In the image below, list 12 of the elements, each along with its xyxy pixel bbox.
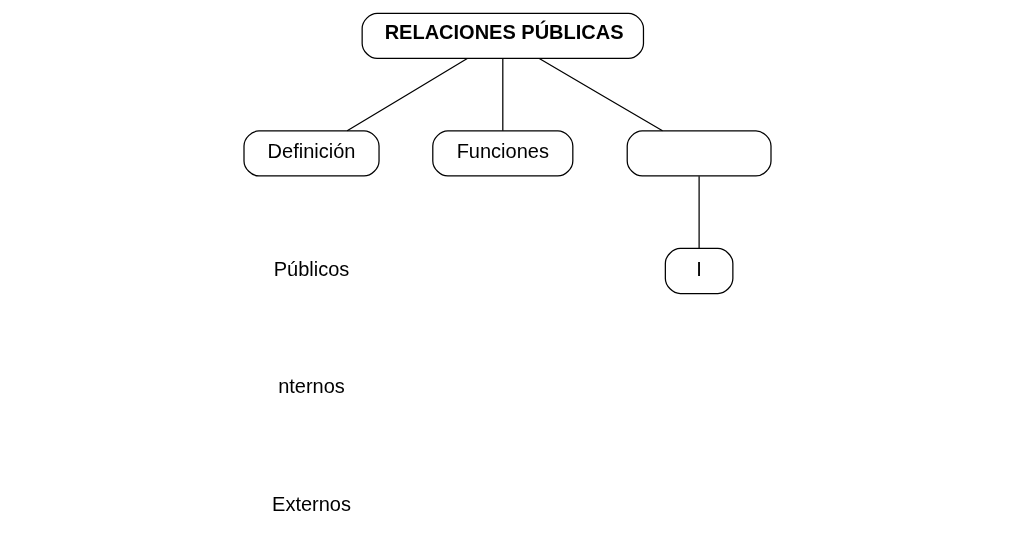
label: Públicos <box>273 257 350 280</box>
node-box: I <box>664 247 734 295</box>
connector <box>538 57 664 132</box>
node-box: Funciones <box>432 130 574 177</box>
label: nternos <box>278 375 345 398</box>
node-box <box>626 130 772 177</box>
connector <box>698 175 700 249</box>
connector <box>502 58 504 132</box>
label: Externos <box>272 492 351 515</box>
node-box: RELACIONES PÚBLICAS <box>361 12 645 60</box>
node-box: Definición <box>243 130 380 177</box>
connector <box>346 57 468 132</box>
